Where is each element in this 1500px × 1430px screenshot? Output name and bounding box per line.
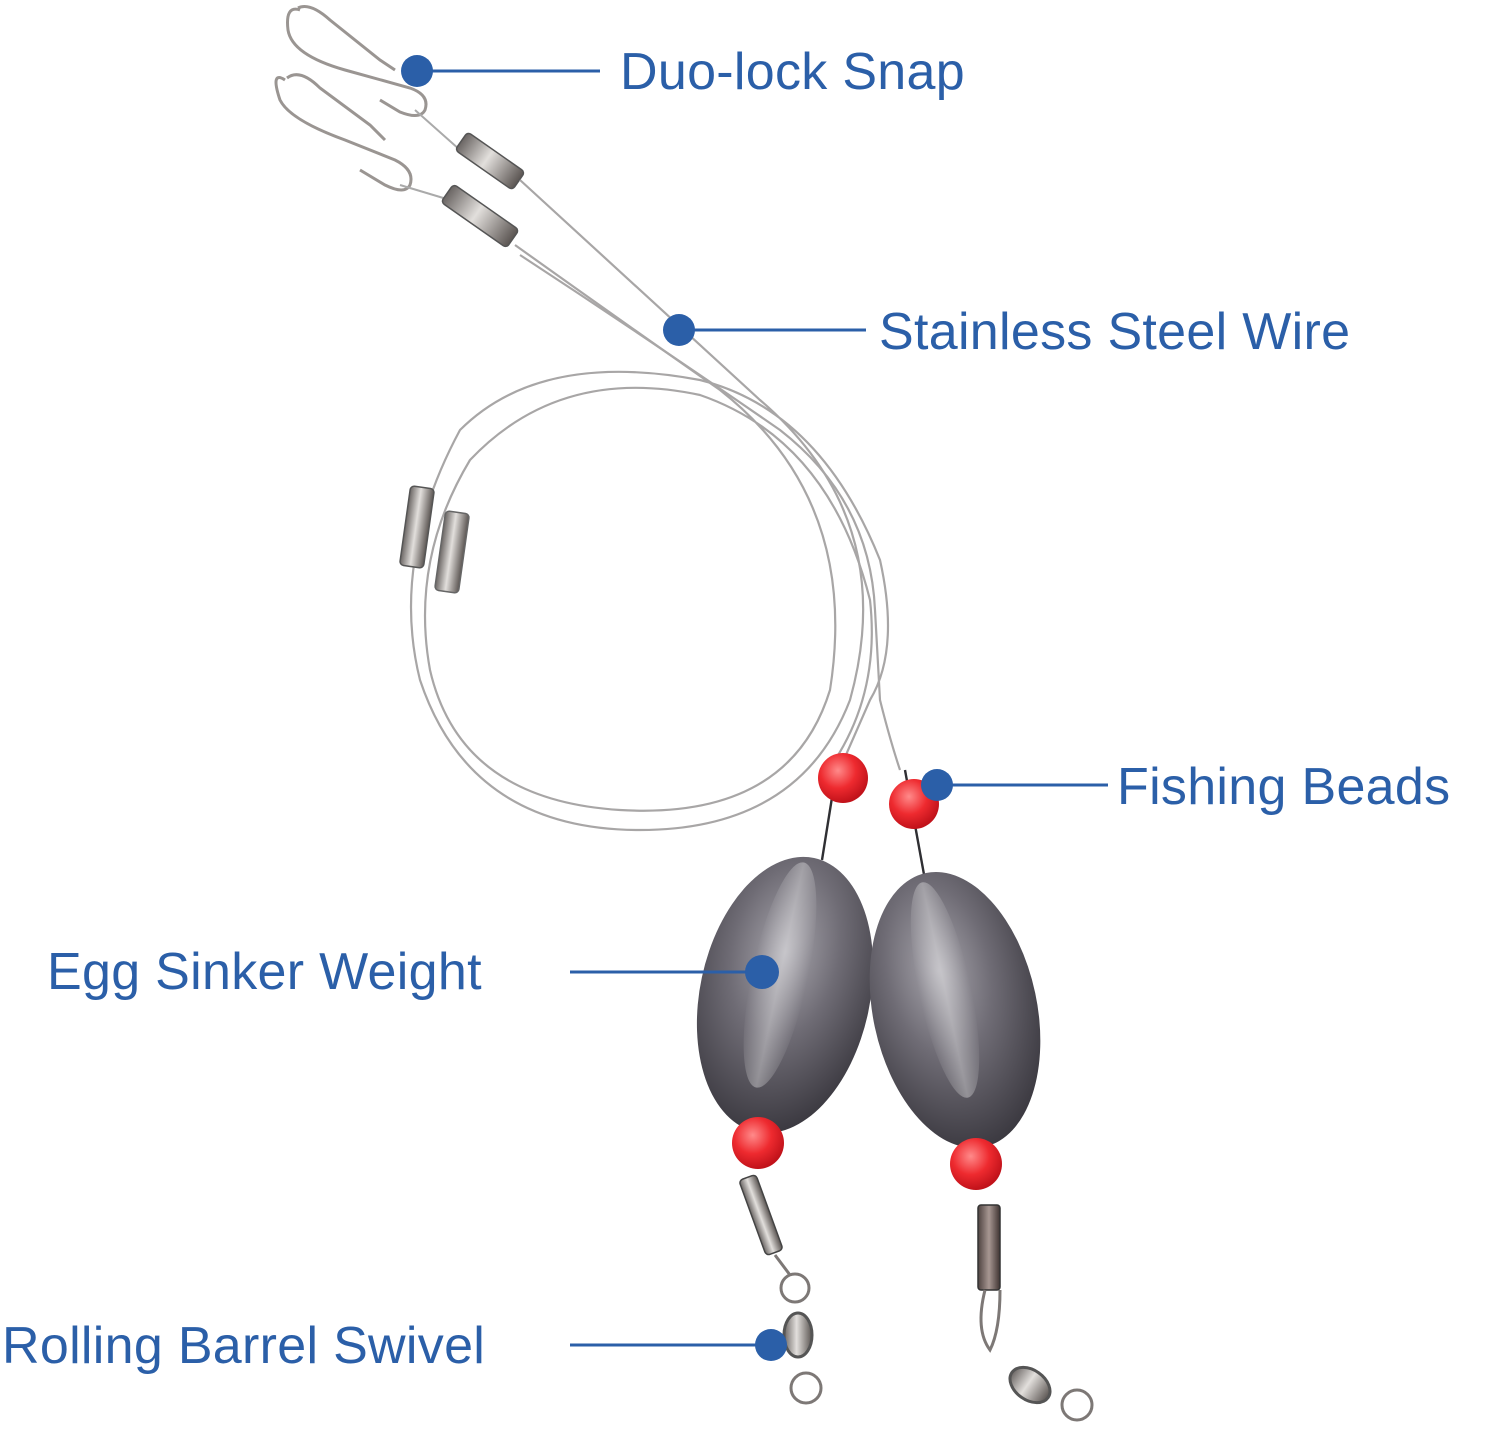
crimp-sleeve-icon [441, 132, 525, 248]
label-duo-lock-snap: Duo-lock Snap [620, 43, 965, 101]
crimp-sleeve-icon [739, 1174, 1001, 1291]
callout-stainless-steel-wire [663, 314, 866, 346]
label-egg-sinker-weight: Egg Sinker Weight [47, 943, 482, 1001]
rolling-barrel-swivel-illustration [773, 1254, 1094, 1422]
stainless-steel-wire-illustration [409, 179, 902, 832]
callout-rolling-barrel-swivel [570, 1329, 787, 1361]
label-fishing-beads: Fishing Beads [1117, 758, 1451, 816]
duo-lock-snap-illustration [274, 5, 461, 201]
egg-sinker-illustration [696, 856, 1041, 1148]
crimp-sleeve-icon [399, 485, 470, 594]
label-stainless-steel-wire: Stainless Steel Wire [879, 303, 1351, 361]
fishing-bead-icon [818, 753, 939, 829]
callout-duo-lock-snap [401, 55, 600, 87]
callout-egg-sinker-weight [570, 955, 779, 989]
callout-fishing-beads [921, 769, 1108, 801]
fishing-bead-icon [732, 1117, 1002, 1190]
label-rolling-barrel-swivel: Rolling Barrel Swivel [2, 1317, 486, 1375]
